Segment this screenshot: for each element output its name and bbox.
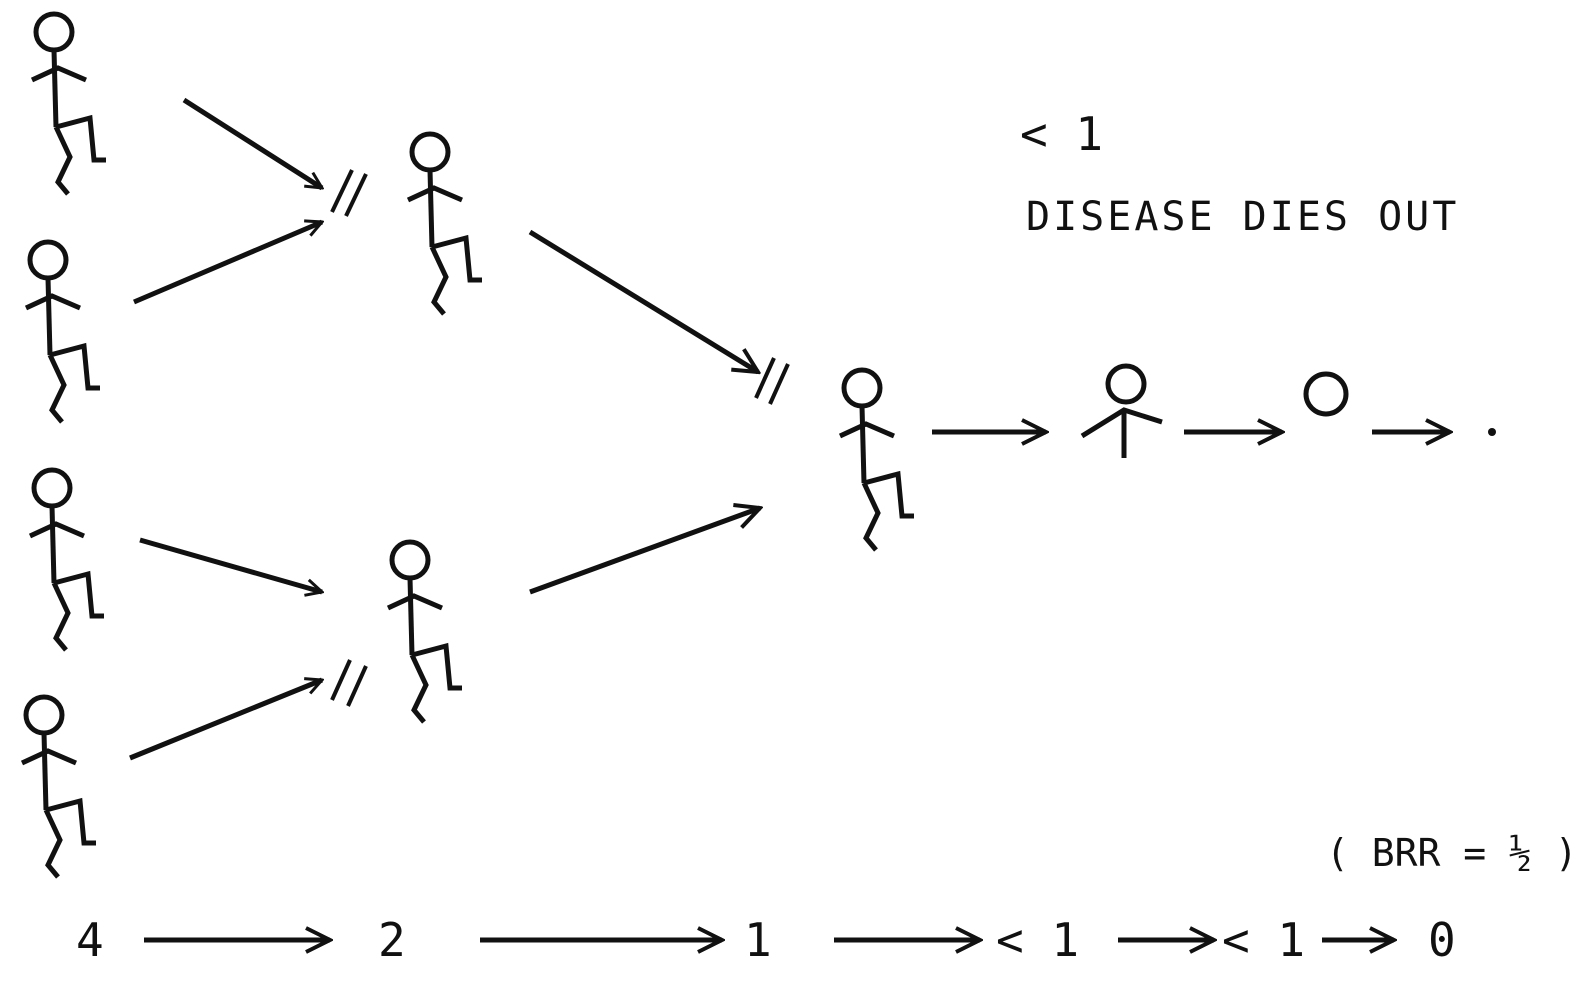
generation-2 (388, 134, 482, 722)
person-icon (26, 242, 100, 422)
person-head-icon (1108, 366, 1144, 402)
sequence-item: 2 (378, 913, 406, 967)
dot-icon (1488, 428, 1496, 436)
person-icon (840, 370, 914, 550)
head-only-icon (1306, 374, 1346, 414)
sequence-item: < 1 (1222, 913, 1305, 967)
person-icon (22, 697, 96, 877)
arrows-gen1-gen2 (130, 100, 366, 758)
generation-4 (1082, 366, 1162, 458)
generation-3 (840, 370, 914, 550)
brr-note: ( BRR = ½ ) (1326, 831, 1578, 875)
caption-label: DISEASE DIES OUT (1026, 194, 1459, 240)
generation-6 (1488, 428, 1496, 436)
person-icon (32, 14, 106, 194)
arrows-gen2-gen3 (530, 232, 788, 592)
generation-1 (22, 14, 106, 877)
person-icon (388, 542, 462, 722)
person-icon (30, 470, 104, 650)
sequence-item: 4 (76, 913, 104, 967)
sequence-item: < 1 (996, 913, 1079, 967)
generation-5 (1306, 374, 1346, 414)
sequence-item: 0 (1428, 913, 1456, 967)
sequence-item: 1 (744, 913, 772, 967)
person-icon (408, 134, 482, 314)
ratio-label: < 1 (1020, 107, 1103, 161)
